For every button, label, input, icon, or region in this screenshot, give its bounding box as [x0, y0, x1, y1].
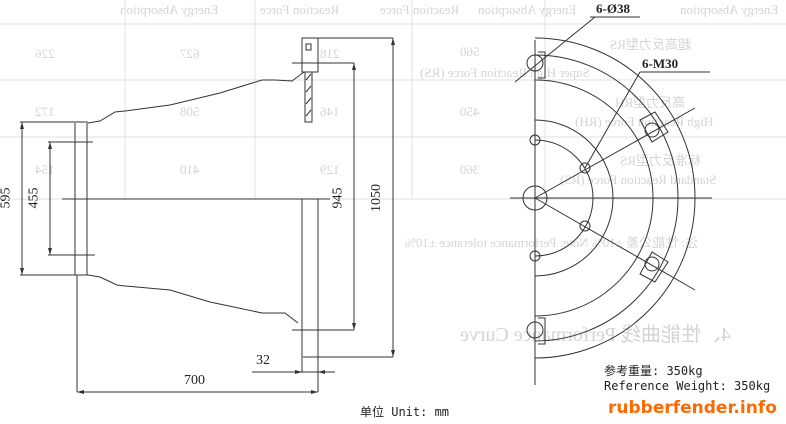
holes-label: 6-Ø38	[596, 1, 630, 16]
profile-bottom	[87, 274, 299, 324]
bolt-slot	[304, 71, 313, 123]
hole	[529, 250, 541, 262]
bolt	[644, 256, 660, 272]
flange-hole	[305, 43, 312, 51]
flange-plate	[301, 37, 319, 73]
hole	[526, 54, 544, 72]
dim-455: 455	[26, 187, 42, 209]
dim-945: 945	[330, 187, 346, 209]
hole	[579, 220, 591, 232]
watermark: rubberfender.info	[608, 398, 777, 418]
dim-595: 595	[0, 187, 14, 209]
bolts-label: 6-M30	[642, 56, 679, 71]
hole	[529, 134, 541, 146]
hole	[526, 321, 544, 339]
hole	[579, 162, 591, 174]
unit-label: 单位 Unit: mm	[360, 405, 450, 419]
dim-700: 700	[184, 373, 205, 388]
weight-label: 参考重量: 350kg	[604, 364, 703, 378]
dim-1050: 1050	[369, 184, 384, 212]
profile-top	[87, 71, 305, 124]
weight-label-en: Reference Weight: 350kg	[604, 379, 771, 393]
dim-32: 32	[256, 353, 270, 368]
